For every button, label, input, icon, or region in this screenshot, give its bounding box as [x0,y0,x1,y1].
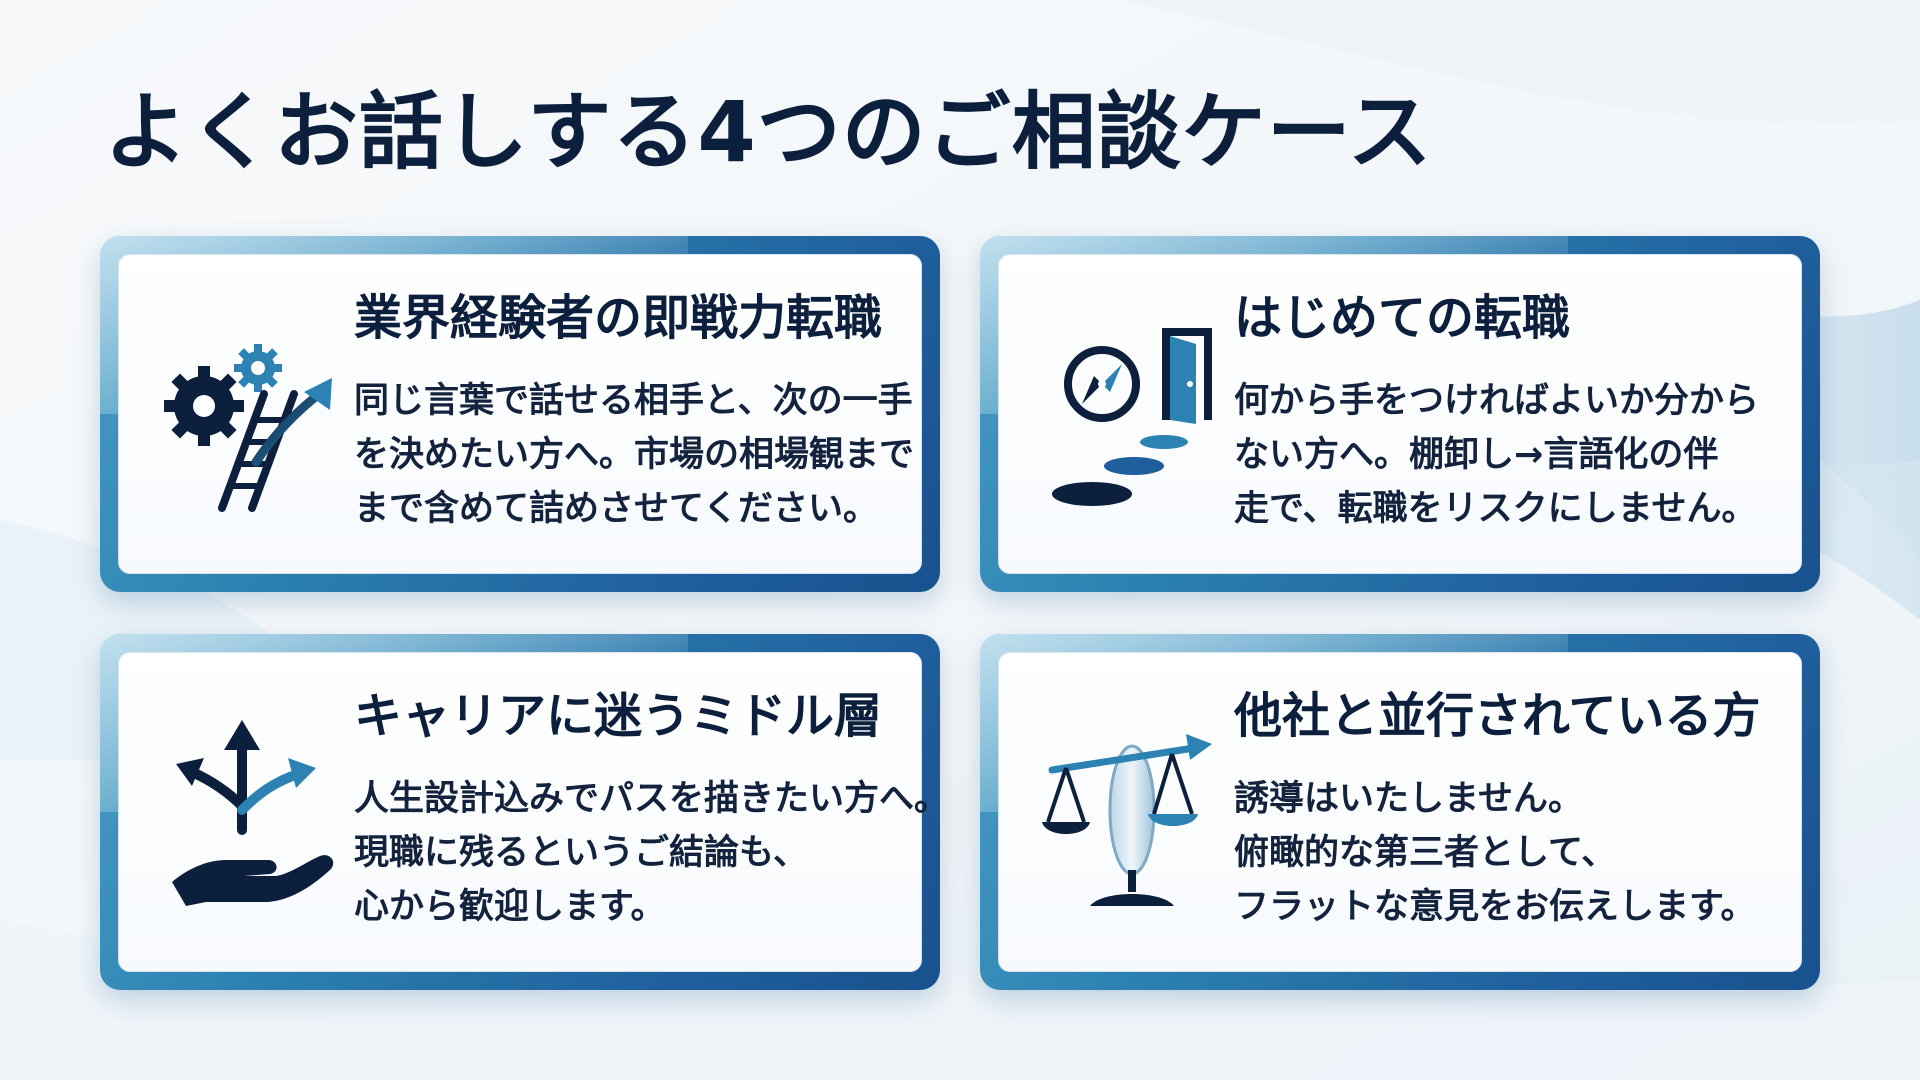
case-card-title: 他社と並行されている方 [1234,688,1761,744]
case-card-title: キャリアに迷うミドル層 [354,688,883,744]
case-card-text-line: 何から手をつければよいか分から [1234,381,1760,421]
case-card-text-line: 走で、転職をリスクにしません。 [1234,489,1757,529]
case-card-text-line: 人生設計込みでパスを描きたい方へ。 [354,779,950,819]
case-card-description: 何から手をつければよいか分から ない方へ。棚卸し→言語化の伴 走で、転職をリスク… [1234,374,1759,536]
case-card-title: はじめての転職 [1234,290,1571,346]
case-card-text-line: 誘導はいたしません。 [1234,779,1583,819]
case-card-text-line: まで含めて詰めさせてください。 [354,489,878,529]
case-card-title: 業界経験者の即戦力転職 [354,290,883,346]
case-card-text-line: を決めたい方へ。市場の相場観まで [354,435,915,475]
case-card-panel: はじめての転職 何から手をつければよいか分から ない方へ。棚卸し→言語化の伴 走… [998,254,1802,574]
case-card-text-line: 心から歓迎します。 [354,887,666,927]
case-card-text-line: 現職に残るというご結論も、 [354,833,808,873]
case-card-industry-experts: 業界経験者の即戦力転職 同じ言葉で話せる相手と、次の一手 を決めたい方へ。市場の… [100,236,940,592]
case-card-text-line: 同じ言葉で話せる相手と、次の一手 [354,381,913,421]
case-card-first-job-change: はじめての転職 何から手をつければよいか分から ない方へ。棚卸し→言語化の伴 走… [980,236,1820,592]
gears-ladder-arrow-icon [156,312,346,512]
hand-branching-arrows-icon [156,710,346,910]
case-card-panel: 業界経験者の即戦力転職 同じ言葉で話せる相手と、次の一手 を決めたい方へ。市場の… [118,254,922,574]
case-card-text-line: フラットな意見をお伝えします。 [1234,887,1756,927]
case-card-parallel-applicants: 他社と並行されている方 誘導はいたしません。 俯瞰的な第三者として、 フラットな… [980,634,1820,990]
case-card-middle-career: キャリアに迷うミドル層 人生設計込みでパスを描きたい方へ。 現職に残るというご結… [100,634,949,990]
case-card-panel: キャリアに迷うミドル層 人生設計込みでパスを描きたい方へ。 現職に残るというご結… [118,652,949,972]
page-title: よくお話しする4つのご相談ケース [104,83,1433,181]
balance-scale-icon [1036,710,1226,910]
compass-door-steps-icon [1036,312,1226,512]
case-card-description: 誘導はいたしません。 俯瞰的な第三者として、 フラットな意見をお伝えします。 [1234,772,1756,934]
case-card-description: 人生設計込みでパスを描きたい方へ。 現職に残るというご結論も、 心から歓迎します… [354,772,949,934]
case-card-text-line: 俯瞰的な第三者として、 [1234,833,1617,873]
case-card-text-line: ない方へ。棚卸し→言語化の伴 [1234,435,1719,475]
case-card-description: 同じ言葉で話せる相手と、次の一手 を決めたい方へ。市場の相場観まで まで含めて詰… [354,374,914,536]
case-card-panel: 他社と並行されている方 誘導はいたしません。 俯瞰的な第三者として、 フラットな… [998,652,1802,972]
